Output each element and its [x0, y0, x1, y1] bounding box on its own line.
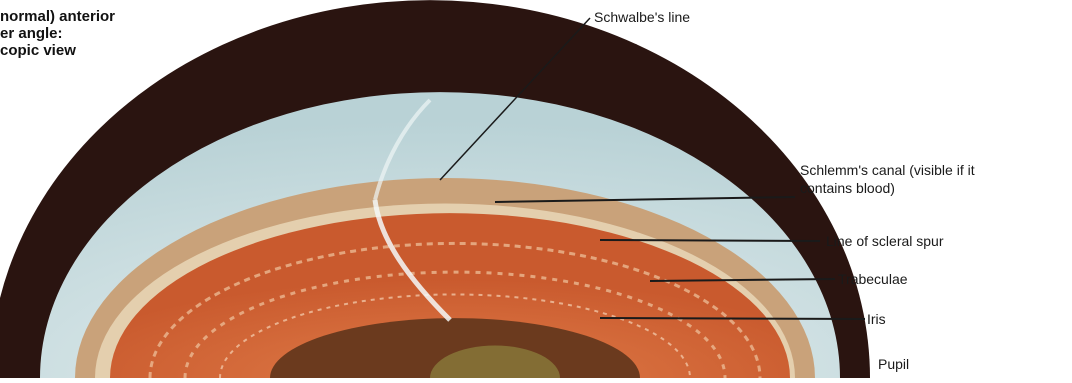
label-schlemms-canal: contains blood)	[800, 180, 895, 196]
label-iris: Iris	[867, 311, 886, 327]
label-pupil: Pupil	[878, 356, 909, 372]
iris-leader-line	[600, 318, 865, 319]
figure-title-line: er angle:	[0, 25, 63, 42]
figure-title-line: normal) anterior	[0, 8, 115, 25]
label-schwalbes-line: Schwalbe's line	[594, 9, 690, 25]
label-schlemms-canal: Schlemm's canal (visible if it	[800, 162, 975, 178]
label-trabeculae: Trabeculae	[838, 271, 908, 287]
label-scleral-spur: Line of scleral spur	[826, 233, 944, 249]
scleral-spur-leader-line	[600, 240, 820, 241]
figure-title-line: copic view	[0, 42, 76, 59]
